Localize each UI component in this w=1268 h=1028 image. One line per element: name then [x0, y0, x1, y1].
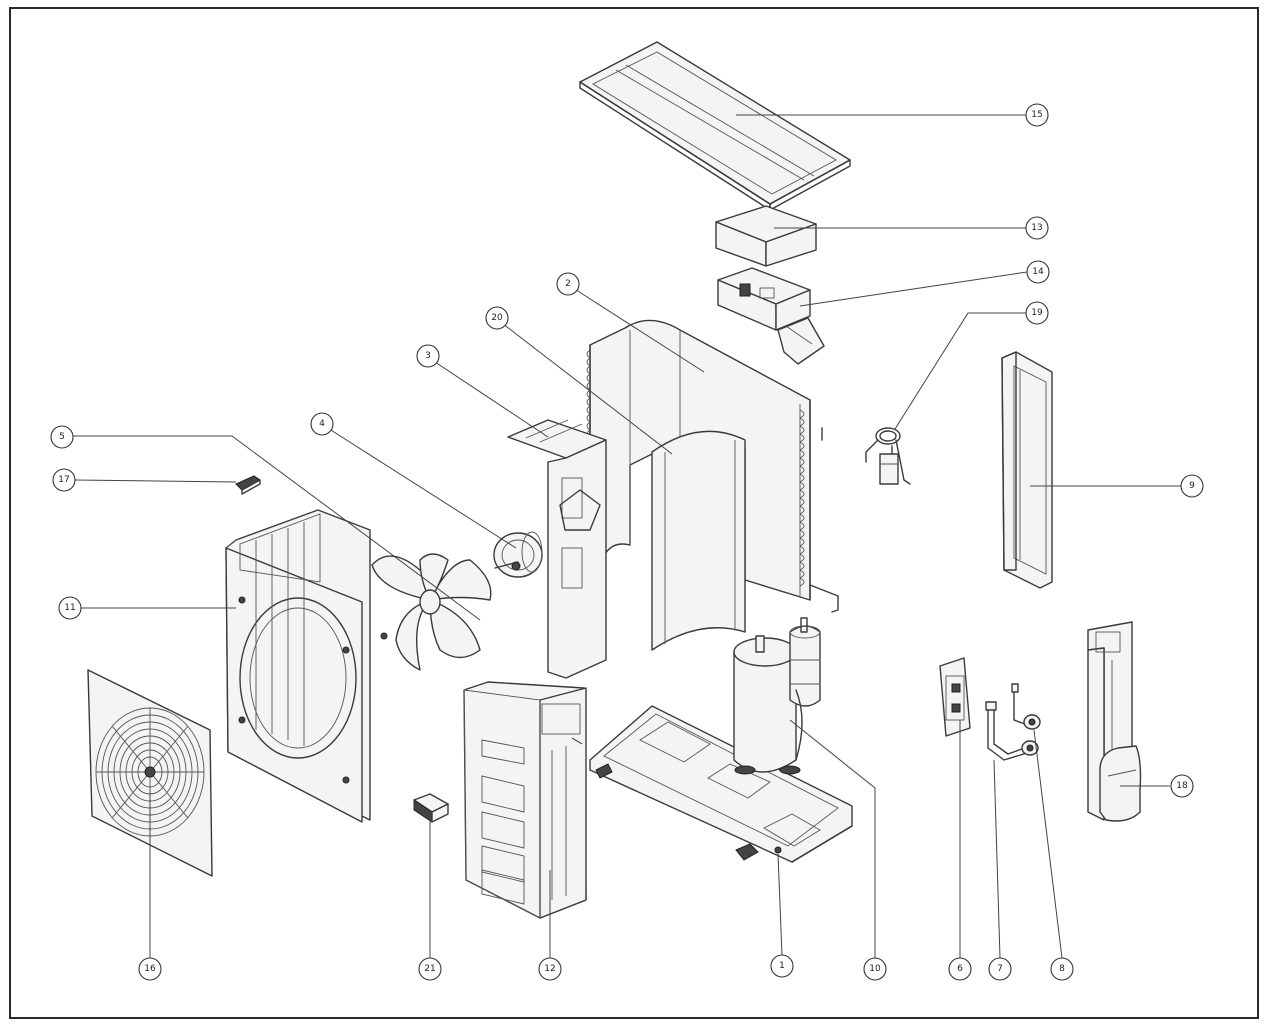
callout-label: 17 [58, 475, 69, 485]
callout-label: 9 [1189, 481, 1195, 491]
small-clip [235, 475, 261, 495]
temperature-sensor [865, 427, 911, 485]
callout-label: 11 [64, 603, 75, 613]
callout-c8: 8 [1050, 957, 1074, 981]
callout-c5: 5 [50, 425, 74, 449]
callout-label: 13 [1031, 223, 1042, 233]
callout-c2: 2 [556, 272, 580, 296]
callout-label: 21 [424, 964, 435, 974]
callout-label: 19 [1031, 308, 1043, 318]
callout-c16: 16 [138, 957, 162, 981]
callout-c1: 1 [770, 954, 794, 978]
callout-label: 8 [1059, 964, 1065, 974]
callout-c3: 3 [416, 344, 440, 368]
callout-c11: 11 [58, 596, 82, 620]
callout-label: 1 [779, 961, 785, 971]
callout-c20: 20 [485, 306, 509, 330]
callout-c7: 7 [988, 957, 1012, 981]
compressor [733, 617, 821, 775]
callout-label: 10 [869, 964, 881, 974]
control-board-assembly [717, 267, 825, 365]
callout-label: 2 [565, 279, 571, 289]
electric-box-cover [715, 205, 817, 267]
small-block [413, 793, 449, 823]
callout-label: 18 [1176, 781, 1188, 791]
callout-c12: 12 [538, 957, 562, 981]
callout-label: 14 [1032, 267, 1044, 277]
callout-label: 20 [491, 313, 503, 323]
fan-motor [493, 531, 543, 578]
stop-valves [1011, 683, 1041, 756]
callout-c18: 18 [1170, 774, 1194, 798]
callout-label: 15 [1031, 110, 1042, 120]
callout-label: 5 [59, 432, 65, 442]
callout-c17: 17 [52, 468, 76, 492]
callout-label: 6 [957, 964, 963, 974]
connecting-pipe [985, 701, 1031, 761]
right-handle-panel [1087, 621, 1142, 822]
callout-label: 4 [319, 419, 325, 429]
callout-c15: 15 [1025, 103, 1049, 127]
callout-c10: 10 [863, 957, 887, 981]
callout-label: 12 [544, 964, 555, 974]
right-side-panel [1001, 351, 1053, 589]
partition-plate [651, 430, 746, 651]
callout-c19: 19 [1025, 301, 1049, 325]
side-panel [463, 681, 587, 919]
callout-c6: 6 [948, 957, 972, 981]
condenser-coil [586, 319, 839, 651]
axial-fan [371, 553, 492, 671]
callout-c21: 21 [418, 957, 442, 981]
callout-label: 16 [144, 964, 156, 974]
callout-label: 7 [997, 964, 1003, 974]
callout-c4: 4 [310, 412, 334, 436]
callout-label: 3 [425, 351, 431, 361]
callout-c13: 13 [1025, 216, 1049, 240]
callout-c9: 9 [1180, 474, 1204, 498]
fan-grille [87, 669, 213, 877]
base-tray [589, 705, 853, 863]
callout-c14: 14 [1026, 260, 1050, 284]
leader-lines [67, 114, 1190, 959]
front-panel [225, 509, 388, 823]
valve-plate [939, 657, 971, 737]
motor-bracket [507, 419, 607, 679]
